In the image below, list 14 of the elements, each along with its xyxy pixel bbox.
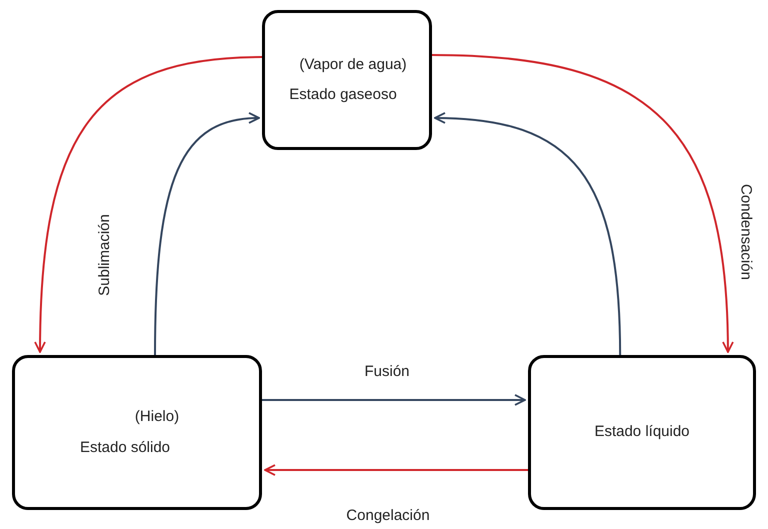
arrow [262,394,526,406]
state-label: (Vapor de agua) [299,54,407,74]
state-label: Estado gaseoso [289,85,397,105]
state-label: Estado líquido [594,422,690,442]
arrow [434,112,622,356]
state-label: Estado sólido [80,438,170,458]
arrow [264,464,528,476]
state-box [528,355,756,510]
state-box [12,355,262,510]
arrow [154,112,260,356]
arrow [34,56,262,353]
arrow [432,54,734,353]
state-label: (Hielo) [134,407,180,427]
state-box [262,10,432,150]
